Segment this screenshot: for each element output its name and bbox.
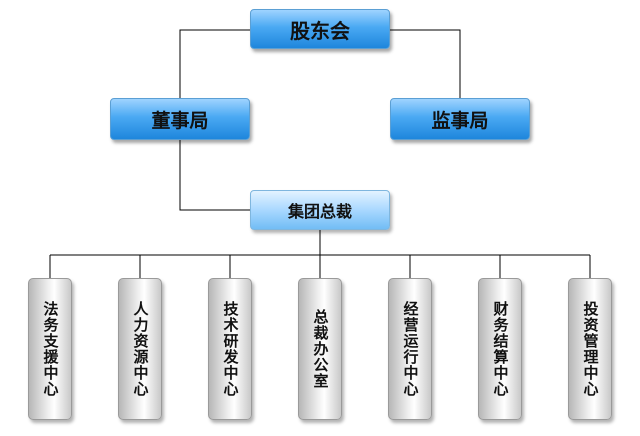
president-box: 集团总裁 [250, 190, 390, 230]
center-box-finance: 财务结算中心 [478, 278, 522, 420]
center-box-legal: 法务支援中心 [28, 278, 72, 420]
shareholders-meeting-box: 股东会 [250, 9, 390, 49]
connector-top-supervisory [390, 29, 461, 98]
center-label-president-office: 总裁办公室 [311, 309, 330, 389]
president-label: 集团总裁 [287, 202, 352, 221]
supervisory-label: 监事局 [431, 109, 489, 132]
center-box-rnd: 技术研发中心 [208, 278, 252, 420]
center-box-hr: 人力资源中心 [118, 278, 162, 420]
center-label-rnd: 技术研发中心 [221, 301, 240, 397]
center-label-operations: 经营运行中心 [401, 301, 420, 397]
center-box-operations: 经营运行中心 [388, 278, 432, 420]
board-box: 董事局 [110, 98, 250, 140]
center-label-finance: 财务结算中心 [491, 301, 510, 397]
supervisory-box: 监事局 [390, 98, 530, 140]
center-box-president-office: 总裁办公室 [298, 278, 342, 420]
center-box-investment: 投资管理中心 [568, 278, 612, 420]
shareholders-meeting-label: 股东会 [290, 18, 350, 43]
connector-board-president [179, 140, 250, 211]
center-label-hr: 人力资源中心 [131, 301, 150, 397]
center-label-legal: 法务支援中心 [41, 301, 60, 397]
connector-top-board [179, 29, 250, 98]
center-label-investment: 投资管理中心 [581, 301, 600, 397]
board-label: 董事局 [151, 109, 209, 132]
